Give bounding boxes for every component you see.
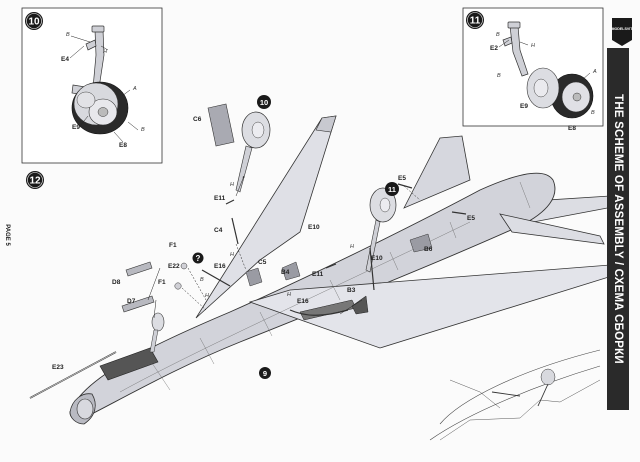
part-label: E9 [72,124,80,131]
part-d7-door [121,295,155,313]
part-b3-antenna [351,295,369,315]
part-label: E16 [214,263,226,270]
part-label: B4 [281,269,290,276]
paint-code-label: A [132,86,137,92]
part-label: E5 [467,215,475,222]
part-label: C5 [258,259,267,266]
step-12-badge: 12 [26,171,44,189]
part-label: E10 [371,255,383,262]
svg-text:11: 11 [388,185,396,194]
paint-code-label: H [230,182,234,188]
step-11-badge: 11 [466,11,484,29]
paint-code-label: B [141,127,145,133]
part-label: E4 [61,56,69,63]
paint-code-label: B [200,277,204,283]
part-label: F1 [169,242,177,249]
paint-code-label: H [350,244,354,250]
cockpit-opening [99,347,159,381]
part-label: E23 [52,364,64,371]
part-label: E10 [308,224,320,231]
paint-code-label: B [591,110,595,116]
section-title: THE SCHEME OF ASSEMBLY / СХЕМА СБОРКИ [612,94,624,364]
paint-code-label: H [531,43,535,49]
step-10-badge: 10 [25,12,43,30]
part-label: C6 [193,116,202,123]
unknown-part-marker: ? [192,252,204,264]
part-d8-door [125,261,153,277]
part-e22 [180,262,188,270]
vertical-fin [403,135,471,209]
step-10-main-badge: 10 [257,95,271,109]
paint-code-label: H [205,293,209,299]
paint-code-label: B [66,32,70,38]
part-f1 [174,282,182,290]
inset11-wheel [526,67,594,119]
part-label: E9 [520,103,528,110]
paint-code-label: B [496,32,500,38]
inset11-landing-gear-strut [502,21,529,77]
paint-code-label: H [287,292,291,298]
main-wheel-11 [365,187,397,273]
step-9-badge: 9 [259,367,271,379]
step-11-main-badge: 11 [385,182,399,196]
upper-wing [195,115,337,319]
part-b6 [409,233,433,253]
part-label: C4 [214,227,223,234]
part-label: D7 [127,298,136,305]
part-b4 [281,261,301,281]
part-label: E5 [398,175,406,182]
inset10-wheel [71,81,129,135]
right-stabilizer [499,213,605,245]
paint-code-label: A [592,69,597,75]
svg-text:?: ? [196,254,201,263]
svg-text:9: 9 [263,369,267,378]
paint-code-label: H [230,252,234,258]
part-label: E22 [168,263,180,270]
part-label: E16 [297,298,309,305]
part-label: B6 [424,246,433,253]
main-wheel-10 [235,111,271,193]
part-label: E11 [214,195,226,202]
part-c6-plate [207,103,235,147]
nose-gear [149,312,165,353]
part-label: E8 [119,142,127,149]
part-label: D8 [112,279,121,286]
svg-text:10: 10 [28,17,40,28]
part-label: E8 [568,125,576,132]
section-title-bar: THE SCHEME OF ASSEMBLY / СХЕМА СБОРКИ [607,48,629,410]
paint-code-label: H [103,49,107,55]
part-label: F1 [158,279,166,286]
brand-logo: MODELSVIT [612,18,634,46]
svg-text:11: 11 [470,16,481,27]
svg-text:10: 10 [260,98,268,107]
svg-text:12: 12 [29,176,41,187]
page-number: PAGE 5 [0,220,14,250]
detail-inset-gear-view [429,349,601,441]
part-label: E2 [490,45,498,52]
paint-code-label: B [497,73,501,79]
page-label: PAGE 5 [4,224,10,246]
part-label: B3 [347,287,356,294]
part-e16-leg [289,309,349,316]
svg-text:MODELSVIT: MODELSVIT [612,27,634,31]
part-label: E11 [312,271,324,278]
part-c5 [245,267,263,287]
